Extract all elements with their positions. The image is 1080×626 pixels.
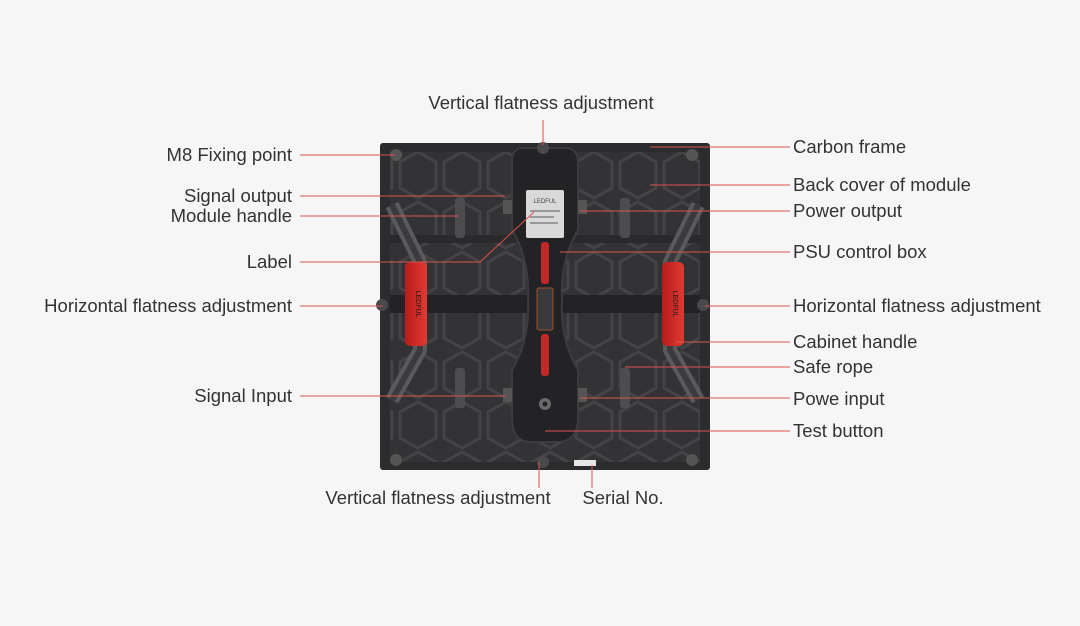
label-module-handle: Module handle bbox=[170, 205, 292, 226]
label-cabinet-handle: Cabinet handle bbox=[793, 331, 918, 352]
label-power-input: Powe input bbox=[793, 388, 885, 409]
cabinet-handle-left bbox=[405, 262, 427, 346]
handle-right-text: LEDFUL bbox=[671, 291, 678, 318]
horizontal-adjuster-left bbox=[376, 299, 388, 311]
vertical-adjuster-top bbox=[537, 142, 549, 154]
label-vertical-flatness-bottom: Vertical flatness adjustment bbox=[325, 487, 551, 508]
m8-fixing-point-tl bbox=[390, 149, 402, 161]
label-carbon-frame: Carbon frame bbox=[793, 136, 907, 157]
label-signal-input: Signal Input bbox=[194, 385, 292, 406]
label-signal-output: Signal output bbox=[183, 185, 292, 206]
label-test-button: Test button bbox=[793, 420, 884, 441]
vertical-adjuster-bottom bbox=[537, 456, 549, 468]
label-back-cover: Back cover of module bbox=[793, 174, 971, 195]
handle-left-text: LEDFUL bbox=[414, 291, 421, 318]
serial-plate bbox=[574, 460, 596, 466]
horizontal-adjuster-right bbox=[697, 299, 709, 311]
label-m8-fixing-point: M8 Fixing point bbox=[166, 144, 292, 165]
label-power-output: Power output bbox=[793, 200, 903, 221]
label-label: Label bbox=[246, 251, 292, 272]
label-serial-no: Serial No. bbox=[582, 487, 664, 508]
label-vertical-flatness-top: Vertical flatness adjustment bbox=[428, 92, 654, 113]
label-horizontal-flatness-right: Horizontal flatness adjustment bbox=[793, 295, 1041, 316]
module-handle bbox=[455, 198, 465, 238]
device-label-text: LEDFUL bbox=[533, 199, 557, 205]
leader-lines bbox=[300, 120, 790, 488]
cabinet-handle-right bbox=[662, 262, 684, 346]
label-psu-control-box: PSU control box bbox=[793, 241, 927, 262]
device-label bbox=[526, 190, 564, 238]
label-horizontal-flatness-left: Horizontal flatness adjustment bbox=[44, 295, 292, 316]
label-safe-rope: Safe rope bbox=[793, 356, 874, 377]
